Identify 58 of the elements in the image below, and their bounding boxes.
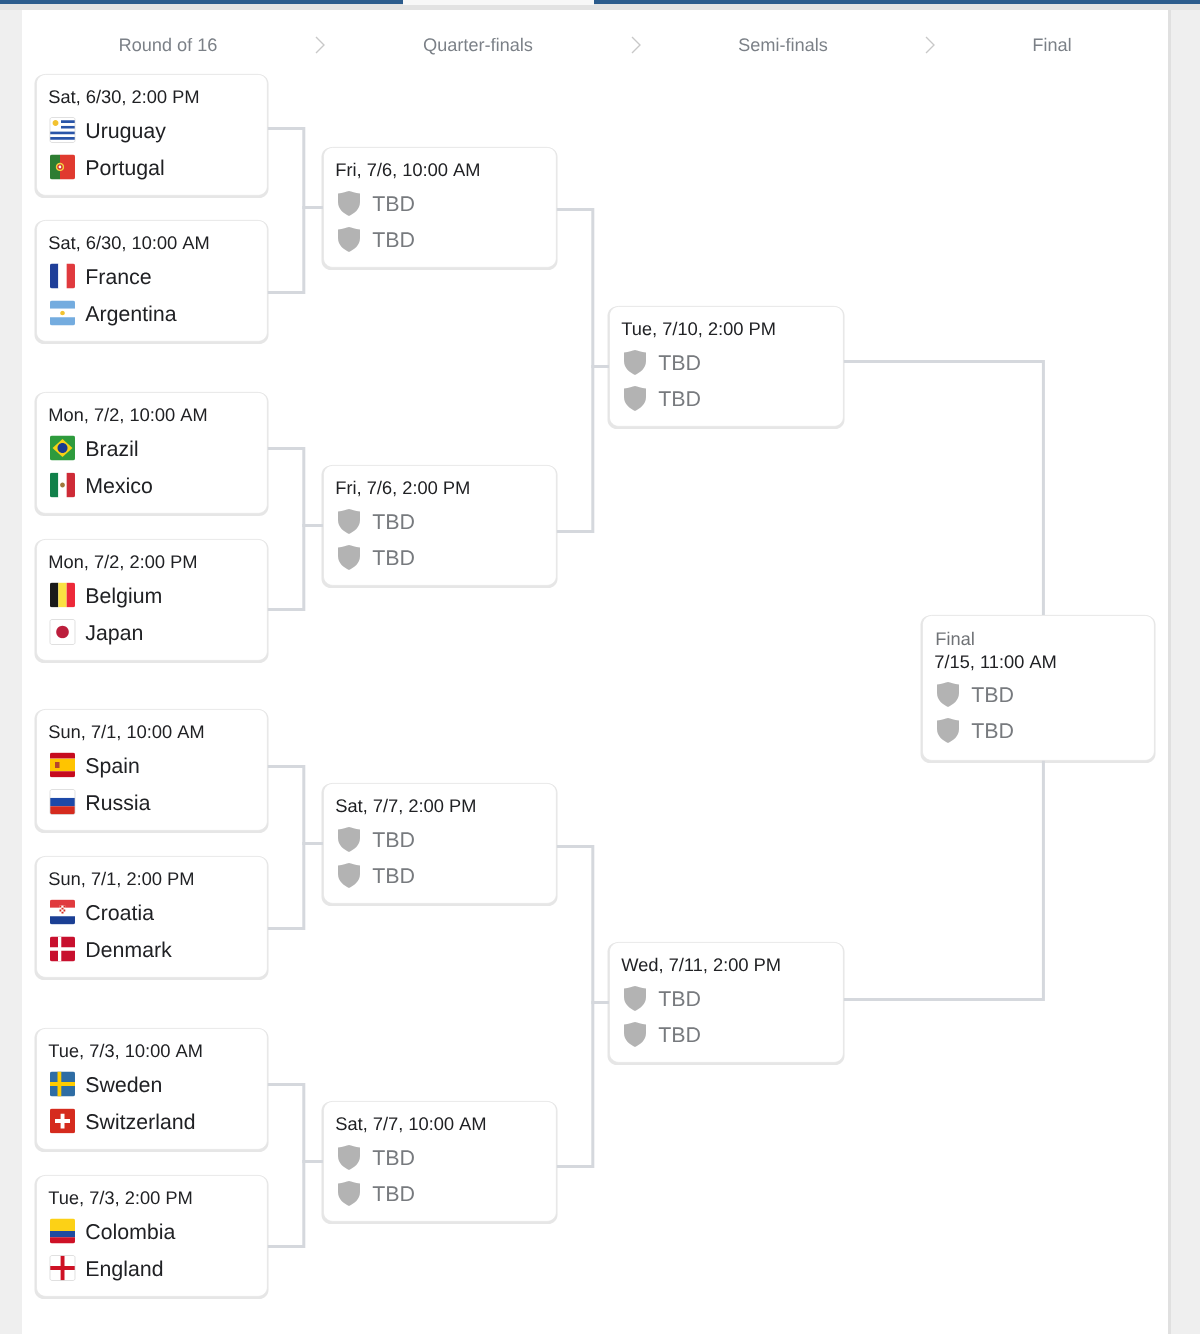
match-time: Tue, 7/10, 2:00 PM [621,321,775,338]
team-name: TBD [372,832,414,847]
team-name: TBD [658,1027,700,1042]
match-time: 7/15, 11:00 AM [935,654,1056,671]
stage-label: Final [936,631,974,646]
match-time: Wed, 7/11, 2:00 PM [621,957,780,974]
team-name: Belgium [87,587,161,608]
team-name: TBD [372,1186,414,1201]
match-time: Sat, 7/7, 2:00 PM [336,798,475,815]
team-name: Portugal [87,159,164,180]
column-heading: Quarter-finals [423,37,533,55]
team-name: TBD [372,514,414,529]
bracket-line [267,1159,323,1248]
team-name: Colombia [86,1223,176,1240]
team-name: France [87,269,151,285]
column-heading: Round of 16 [120,37,217,52]
team-name: TBD [658,355,700,370]
match-time: Mon, 7/2, 10:00 AM [49,407,207,424]
team-name: England [87,1260,163,1281]
match-time: Fri, 7/6, 2:00 PM [336,480,469,497]
team-name: Argentina [85,305,177,326]
match-time: Sat, 6/30, 2:00 PM [49,89,199,106]
team-name: Croatia [86,904,154,921]
match-time: Sun, 7/1, 10:00 AM [49,724,204,741]
match-time: Tue, 7/3, 2:00 PM [48,1190,192,1207]
bracket-line [556,364,609,533]
column-heading: Final [1033,37,1071,52]
team-name: TBD [971,687,1013,702]
match-time: Tue, 7/3, 10:00 AM [48,1043,202,1060]
bracket-line [843,760,1045,1001]
team-name: Mexico [87,477,152,494]
bracket-line [556,1000,609,1168]
team-name: TBD [372,550,414,565]
team-name: Japan [85,625,142,645]
bracket-line [267,523,323,611]
match-time: Sat, 6/30, 10:00 AM [49,235,209,252]
team-name: TBD [372,196,414,211]
bracket-line [843,359,1045,615]
team-name: TBD [658,391,700,406]
match-time: Sat, 7/7, 10:00 AM [336,1116,486,1133]
team-name: TBD [658,991,700,1006]
match-time: Sun, 7/1, 2:00 PM [49,871,193,888]
team-name: Uruguay [86,123,166,143]
bracket-line [267,841,323,930]
team-name: TBD [372,868,414,883]
column-heading: Semi-finals [739,37,828,52]
team-name: Spain [86,757,139,778]
team-name: TBD [372,1150,414,1165]
team-name: TBD [372,232,414,247]
team-name: Brazil [87,440,138,457]
team-name: TBD [971,723,1013,738]
team-name: Sweden [86,1076,161,1093]
bracket-line [267,205,323,294]
team-name: Russia [87,794,151,811]
team-name: Switzerland [86,1113,195,1130]
match-time: Mon, 7/2, 2:00 PM [49,554,196,571]
team-name: Denmark [87,941,172,958]
match-time: Fri, 7/6, 10:00 AM [336,162,479,179]
